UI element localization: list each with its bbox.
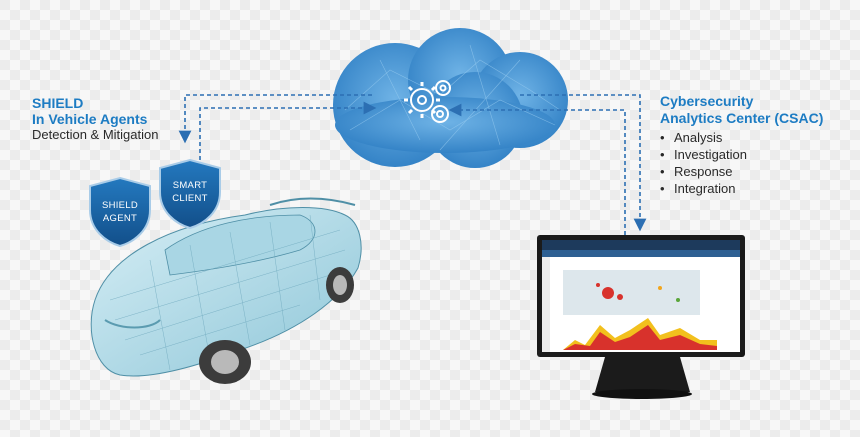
monitor-illustration [537,235,745,399]
shield-icon [159,158,221,230]
shield-agent-badge: SHIELD AGENT [88,176,152,248]
shield-icon [89,176,151,248]
shield-agent-line2: AGENT [102,213,138,224]
detection-mitigation-label: Detection & Mitigation [32,127,159,142]
list-item: •Analysis [660,130,723,145]
smart-client-line1: SMART [172,180,208,191]
smart-client-badge: SMART CLIENT [158,158,222,230]
list-item: •Integration [660,181,736,196]
gears-icon [404,80,451,123]
csac-capabilities-list: •Analysis •Investigation •Response •Inte… [660,129,860,197]
car-illustration [90,197,362,384]
cloud-icon [333,28,568,168]
list-item: •Investigation [660,147,747,162]
connector-cloud-to-agents [178,94,377,160]
connector-cloud-to-csac [448,94,647,235]
shield-title: SHIELD [32,95,84,111]
csac-title-line2: Analytics Center (CSAC) [660,110,824,126]
csac-title-line1: Cybersecurity [660,93,754,109]
shield-agent-line1: SHIELD [101,200,139,211]
csac-block: Cybersecurity Analytics Center (CSAC) •A… [660,93,860,197]
list-item: •Response [660,164,733,179]
smart-client-line2: CLIENT [172,193,208,204]
shield-agents-block: SHIELD In Vehicle Agents Detection & Mit… [32,95,272,143]
in-vehicle-agents-title: In Vehicle Agents [32,111,148,127]
